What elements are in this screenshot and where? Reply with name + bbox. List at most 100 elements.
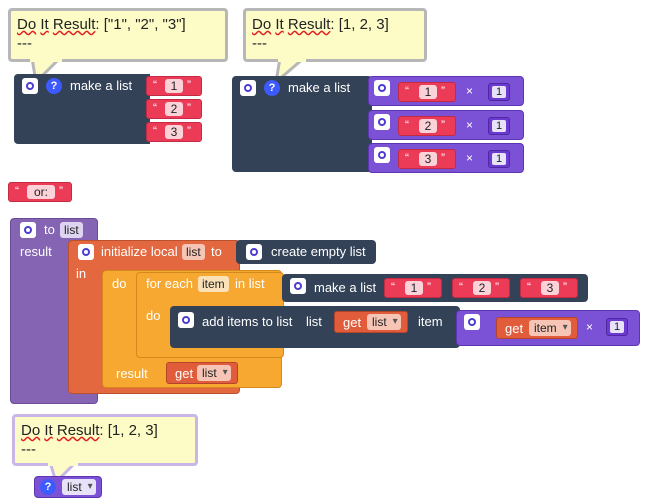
string-block[interactable]: “ 1 ” [398,82,456,102]
number-block[interactable]: 1 [488,83,510,101]
times-sign: × [586,320,594,334]
help-icon[interactable] [264,80,280,96]
help-icon[interactable] [46,78,62,94]
result-bubble-1: Do It Result: ["1", "2", "3"] --- [8,8,228,62]
result-text-3: Do It Result: [1, 2, 3] [21,422,158,439]
get-item-dropdown[interactable]: item [529,320,571,336]
number-field[interactable]: 1 [492,120,506,132]
string-block[interactable]: “ 1 ” [384,278,442,298]
do-result-label: result [116,366,148,381]
result-separator-3: --- [21,441,36,458]
gear-icon[interactable] [374,114,390,130]
initialize-in-label: in [76,266,87,281]
quote-close: ” [441,151,445,165]
number-block[interactable]: 1 [606,318,628,336]
procedure-name-field[interactable]: list [60,222,83,238]
help-icon[interactable] [40,479,56,495]
quote-close: ” [59,184,63,198]
procedure-to-label: to [44,222,55,237]
gear-icon[interactable] [78,244,94,260]
get-list-block[interactable]: get list [334,311,408,333]
string-field[interactable]: 1 [419,85,437,99]
quote-open: “ [527,280,531,294]
list-dropdown[interactable]: list [62,479,96,495]
gear-icon[interactable] [178,312,194,328]
get-label: get [343,315,362,330]
quote-open: “ [405,84,409,98]
string-block[interactable]: “ 2 ” [146,99,202,119]
result-bubble-2: Do It Result: [1, 2, 3] --- [243,8,427,62]
string-field[interactable]: 2 [419,119,437,133]
quote-close: ” [187,101,191,115]
gear-icon[interactable] [464,314,480,330]
quote-open: “ [15,184,19,198]
gear-icon[interactable] [374,80,390,96]
gear-icon[interactable] [22,78,38,94]
string-field[interactable]: 3 [165,125,183,139]
get-list-block[interactable]: get list [166,362,238,384]
gear-icon[interactable] [20,222,36,238]
gear-icon[interactable] [240,80,256,96]
times-sign: × [466,118,474,132]
initialize-to-label: to [211,244,222,259]
get-item-block[interactable]: get item [496,317,578,339]
number-block[interactable]: 1 [488,150,510,168]
get-label: get [505,321,524,336]
quote-open: “ [405,118,409,132]
string-field[interactable]: 2 [473,281,491,295]
for-each-label: for each [146,276,193,291]
add-items-block[interactable] [170,306,460,348]
or-string-block[interactable]: “ or: ” [8,182,72,202]
string-field[interactable]: 3 [419,152,437,166]
result-bubble-3: Do It Result: [1, 2, 3] --- [12,414,198,466]
gear-icon[interactable] [246,244,262,260]
quote-open: “ [153,78,157,92]
gear-icon[interactable] [374,147,390,163]
create-empty-list-label: create empty list [271,244,366,259]
initialize-local-label: initialize local [101,244,178,259]
number-block[interactable]: 1 [488,117,510,135]
do-label: do [112,276,127,291]
number-field[interactable]: 1 [492,153,506,165]
get-list-dropdown[interactable]: list [367,314,401,330]
quote-close: ” [441,84,445,98]
item-name-field[interactable]: item [198,276,229,292]
times-sign: × [466,151,474,165]
add-items-label: add items to list [202,314,293,329]
add-items-item-label: item [418,314,443,329]
get-label: get [175,366,194,381]
gear-icon[interactable] [290,278,306,294]
quote-close: ” [441,118,445,132]
string-block[interactable]: “ 3 ” [398,149,456,169]
quote-open: “ [153,101,157,115]
quote-open: “ [391,280,395,294]
quote-close: ” [495,280,499,294]
local-name-field[interactable]: list [182,244,205,260]
quote-close: ” [563,280,567,294]
quote-open: “ [459,280,463,294]
string-field[interactable]: 3 [541,281,559,295]
result-text-2: Do It Result: [1, 2, 3] [252,16,389,33]
string-block[interactable]: “ 2 ” [398,116,456,136]
quote-close: ” [187,78,191,92]
string-field[interactable]: 1 [405,281,423,295]
procedure-result-label: result [20,244,52,259]
quote-close: ” [427,280,431,294]
make-list-label-3: make a list [314,280,377,295]
result-text-1: Do It Result: ["1", "2", "3"] [17,16,186,33]
string-block[interactable]: “ 2 ” [452,278,510,298]
result-separator-2: --- [252,35,267,52]
string-block[interactable]: “ 3 ” [146,122,202,142]
string-field[interactable]: or: [27,185,55,199]
get-list-dropdown[interactable]: list [197,365,231,381]
number-field[interactable]: 1 [492,86,506,98]
string-field[interactable]: 2 [165,102,183,116]
quote-open: “ [405,151,409,165]
quote-open: “ [153,124,157,138]
string-field[interactable]: 1 [165,79,183,93]
in-list-label: in list [235,276,265,291]
string-block[interactable]: “ 1 ” [146,76,202,96]
times-sign: × [466,84,474,98]
number-field[interactable]: 1 [610,321,624,333]
string-block[interactable]: “ 3 ” [520,278,578,298]
